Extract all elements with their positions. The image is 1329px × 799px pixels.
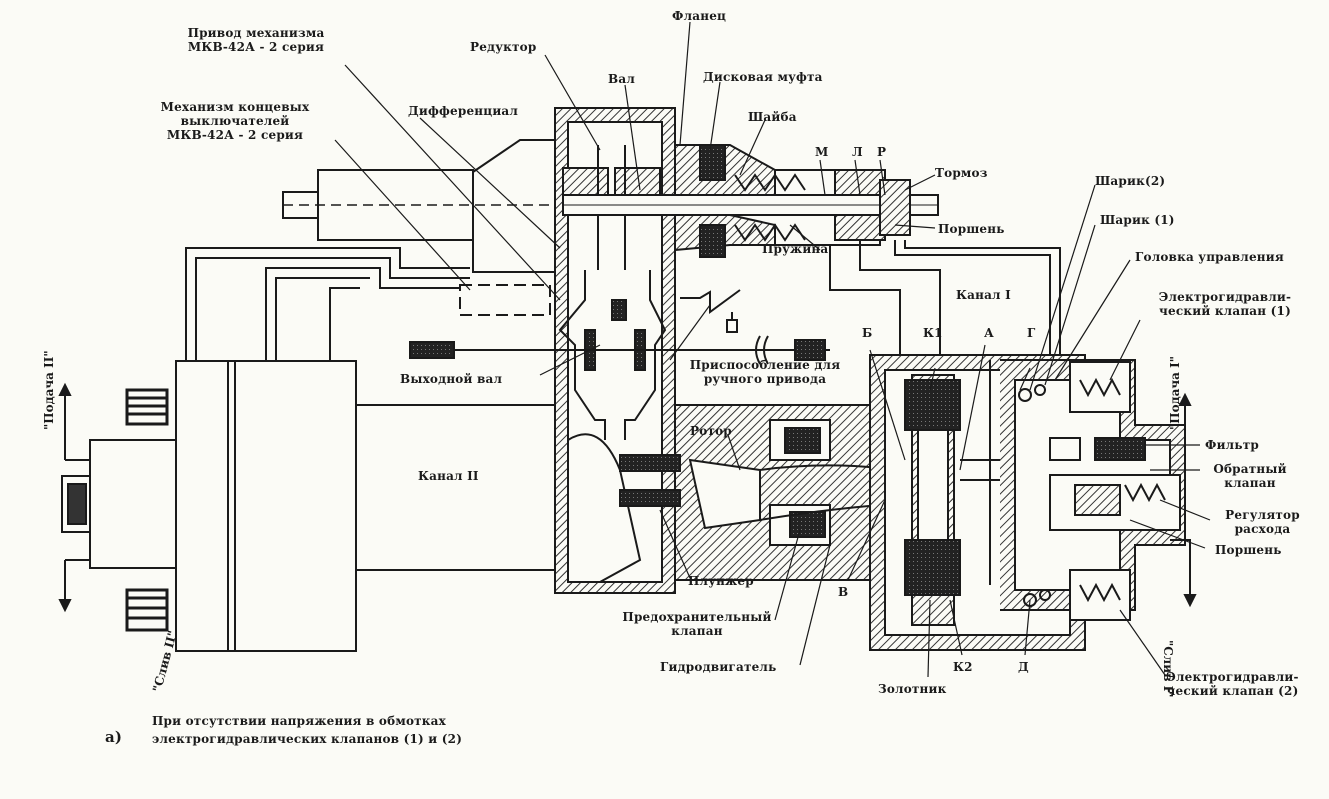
- label-r: Р: [877, 145, 887, 159]
- label-channel-1: Канал I: [956, 288, 1011, 302]
- label-mech-line3: МКВ-42А - 2 серия: [166, 128, 304, 142]
- label-check-line2: клапан: [1224, 476, 1276, 490]
- label-privod-line1: Привод механизма: [187, 26, 325, 40]
- label-manual-line2: ручного привода: [703, 372, 827, 386]
- label-supply-1: "Подача I": [1168, 356, 1182, 430]
- label-regulator-line2: расхода: [1234, 522, 1291, 536]
- caption-letter: а): [105, 728, 123, 746]
- label-manual-line1: Приспособление для: [689, 358, 841, 372]
- label-disc-clutch: Дисковая муфта: [703, 70, 823, 84]
- caption-line-2: электрогидравлических клапанов (1) и (2): [152, 732, 463, 746]
- label-filter: Фильтр: [1205, 438, 1259, 452]
- label-plunger: Плунжер: [688, 574, 754, 588]
- label-limit-switch: Механизм концевых выключателей МКВ-42А -…: [150, 100, 320, 142]
- label-privod-line2: МКВ-42А - 2 серия: [187, 40, 325, 54]
- label-ball-2: Шарик(2): [1095, 174, 1166, 188]
- label-shaft: Вал: [608, 72, 635, 86]
- label-differential: Дифференциал: [408, 104, 519, 118]
- coil-top: [125, 388, 169, 426]
- label-control-head: Головка управления: [1135, 250, 1284, 264]
- label-k1: К1: [923, 326, 943, 340]
- label-d: Д: [1018, 660, 1029, 674]
- label-channel-2: Канал II: [418, 469, 479, 483]
- label-safety-valve: Предохранительный клапан: [612, 610, 782, 638]
- label-flange: Фланец: [672, 9, 727, 23]
- label-valve1-line2: ческий клапан (1): [1159, 304, 1291, 318]
- label-supply-2: "Подача II": [42, 350, 56, 430]
- label-washer: Шайба: [748, 110, 797, 124]
- label-a: А: [984, 326, 994, 340]
- label-valve-2: Электрогидравли- ческий клапан (2): [1150, 670, 1315, 698]
- label-brake: Тормоз: [935, 166, 988, 180]
- label-safety-line1: Предохранительный: [622, 610, 772, 624]
- label-check-valve: Обратный клапан: [1200, 462, 1300, 490]
- electric-motor: [61, 360, 557, 652]
- caption-line-1: При отсутствии напряжения в обмотках: [152, 714, 446, 728]
- label-mech-line2: выключателей: [180, 114, 290, 128]
- label-regulator-line1: Регулятор: [1225, 508, 1300, 522]
- label-reducer: Редуктор: [470, 40, 537, 54]
- label-rotor: Ротор: [690, 424, 732, 438]
- label-ball-1: Шарик (1): [1100, 213, 1175, 227]
- label-drain-1: "Слив I": [1161, 640, 1175, 698]
- label-flow-regulator: Регулятор расхода: [1205, 508, 1320, 536]
- label-check-line1: Обратный: [1213, 462, 1287, 476]
- label-v: В: [838, 585, 849, 599]
- label-m: М: [815, 145, 829, 159]
- label-valve2-line2: ческий клапан (2): [1166, 684, 1299, 698]
- control-head: [1000, 359, 1186, 621]
- label-k2: К2: [953, 660, 973, 674]
- label-manual-drive: Приспособление для ручного привода: [670, 358, 860, 386]
- coil-bottom: [125, 588, 169, 632]
- label-spring: Пружина: [762, 242, 829, 256]
- label-b: Б: [862, 326, 873, 340]
- label-piston-top: Поршень: [938, 222, 1005, 236]
- label-piston-right: Поршень: [1215, 543, 1282, 557]
- label-valve-1: Электрогидравли- ческий клапан (1): [1150, 290, 1300, 318]
- label-valve2-line1: Электрогидравли-: [1166, 670, 1299, 684]
- hydraulic-motor: [619, 404, 881, 581]
- label-l: Л: [852, 145, 863, 159]
- label-privod: Привод механизма МКВ-42А - 2 серия: [176, 26, 336, 54]
- label-mech-line1: Механизм концевых: [160, 100, 310, 114]
- label-valve1-line1: Электрогидравли-: [1158, 290, 1292, 304]
- label-hydraulic-motor: Гидродвигатель: [660, 660, 777, 674]
- label-output-shaft: Выходной вал: [400, 372, 503, 386]
- label-safety-line2: клапан: [671, 624, 723, 638]
- label-spool: Золотник: [878, 682, 947, 696]
- label-g: Г: [1027, 326, 1036, 340]
